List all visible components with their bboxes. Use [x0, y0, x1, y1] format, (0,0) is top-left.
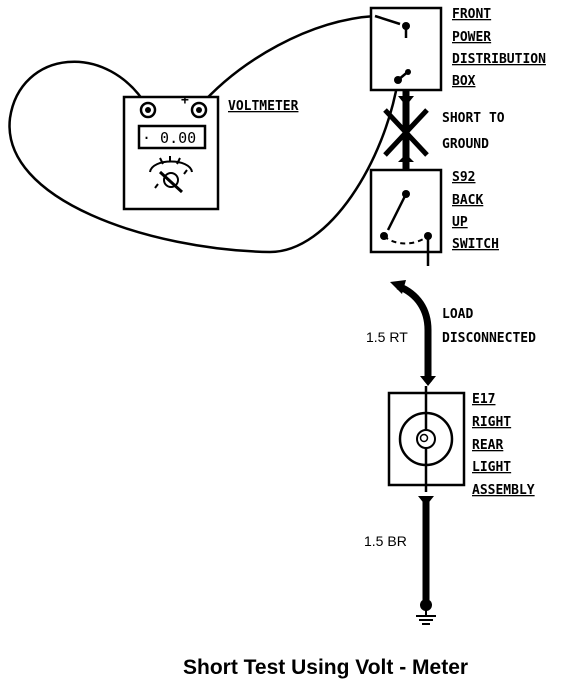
- power-box-label-line4: BOX: [452, 74, 476, 89]
- voltmeter-plus-mark: +: [181, 93, 189, 108]
- lamp-label-line3: REAR: [472, 438, 503, 453]
- voltmeter-display: [137, 124, 207, 150]
- connector-box-bottom: [398, 96, 414, 106]
- load-label-line1: LOAD: [442, 307, 473, 322]
- ground-icon: [416, 599, 436, 625]
- right-rear-light-assembly: [387, 386, 466, 492]
- voltmeter-positive-lead: [197, 14, 376, 109]
- switch-label-line1: S92: [452, 170, 475, 185]
- wire-upper-label: 1.5 RT: [366, 329, 408, 345]
- load-label-line2: DISCONNECTED: [442, 331, 536, 346]
- short-label-line1: SHORT TO: [442, 111, 505, 126]
- connector-lamp-top: [420, 376, 436, 386]
- voltmeter: + · 0.00: [122, 93, 220, 211]
- connector-switch-top: [398, 154, 414, 162]
- voltmeter-negative-lead: [8, 60, 400, 254]
- back-up-switch: [369, 168, 443, 266]
- lamp-label-line2: RIGHT: [472, 415, 511, 430]
- voltmeter-label: VOLTMETER: [228, 99, 299, 114]
- disconnected-connector: [390, 280, 406, 294]
- power-box-label-line3: DISTRIBUTION: [452, 52, 546, 67]
- short-to-ground-icon: [383, 108, 429, 157]
- switch-label-line3: UP: [452, 215, 468, 230]
- wire-disconnected-load: [396, 282, 432, 382]
- voltmeter-reading: · 0.00: [142, 129, 196, 147]
- diagram-caption: Short Test Using Volt - Meter: [183, 656, 468, 679]
- lamp-label-line5: ASSEMBLY: [472, 483, 535, 498]
- lamp-label-line4: LIGHT: [472, 460, 511, 475]
- switch-label-line4: SWITCH: [452, 237, 499, 252]
- voltmeter-selector-dial-icon: [149, 156, 193, 194]
- wire-lower-label: 1.5 BR: [364, 533, 407, 549]
- power-box-label-line1: FRONT: [452, 7, 491, 22]
- lamp-label-line1: E17: [472, 392, 495, 407]
- front-power-distribution-box: [369, 6, 443, 92]
- short-label-line2: GROUND: [442, 137, 489, 152]
- switch-label-line2: BACK: [452, 193, 483, 208]
- power-box-label-line2: POWER: [452, 30, 491, 45]
